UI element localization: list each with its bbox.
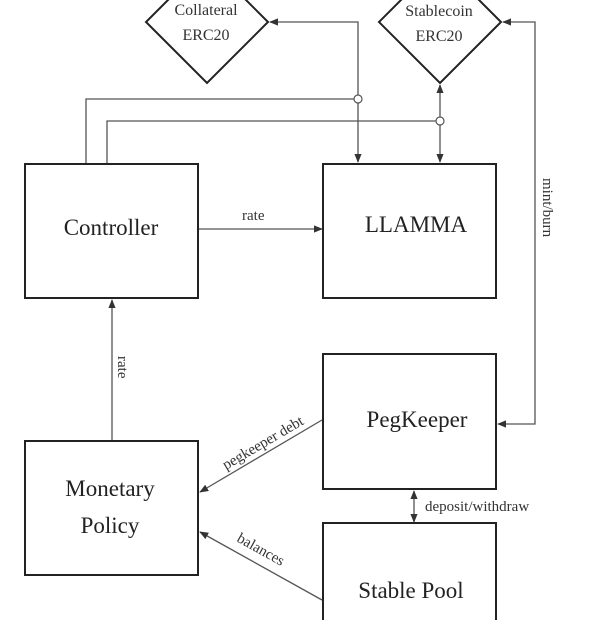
balances-wire: [199, 531, 323, 601]
monetary-policy-node: Monetary Policy: [24, 440, 199, 576]
controller-to-stablecoin-wire: [106, 120, 440, 164]
monetary-policy-label-line1: Monetary: [65, 476, 155, 501]
pegkeeper-node: PegKeeper: [322, 353, 497, 490]
stable-pool-node: Stable Pool: [322, 522, 497, 620]
controller-node: Controller: [24, 163, 199, 299]
pegkeeper-debt-label: pegkeeper debt: [220, 413, 307, 473]
collateral-label-line1: Collateral: [174, 2, 238, 19]
controller-llamma-rate-label: rate: [242, 208, 265, 224]
stablecoin-label-line1: Stablecoin: [405, 3, 473, 20]
mint-burn-label: mint/burn: [539, 178, 555, 238]
collateral-erc20-node: Collateral ERC20: [144, 0, 270, 85]
llamma-label: LLAMMA: [365, 212, 468, 237]
collateral-to-llamma-wire: [269, 18, 362, 163]
pegkeeper-debt-wire: [199, 419, 323, 493]
junction-stablecoin-crossing: [435, 116, 445, 126]
llamma-node: LLAMMA: [322, 163, 497, 299]
stablecoin-label-line2: ERC20: [415, 28, 462, 45]
monetary-policy-label-line2: Policy: [81, 513, 140, 538]
deposit-withdraw-label: deposit/withdraw: [425, 499, 529, 515]
stablecoin-erc20-node: Stablecoin ERC20: [377, 0, 503, 85]
pegkeeper-label: PegKeeper: [367, 407, 468, 432]
stable-pool-label: Stable Pool: [358, 578, 463, 603]
mint-burn-wire: [497, 18, 536, 428]
controller-label: Controller: [64, 215, 159, 240]
controller-to-collateral-wire: [85, 98, 358, 164]
junction-collateral-crossing: [353, 94, 363, 104]
balances-label: balances: [234, 531, 287, 570]
collateral-label-line2: ERC20: [182, 27, 229, 44]
policy-controller-rate-label: rate: [114, 356, 130, 379]
